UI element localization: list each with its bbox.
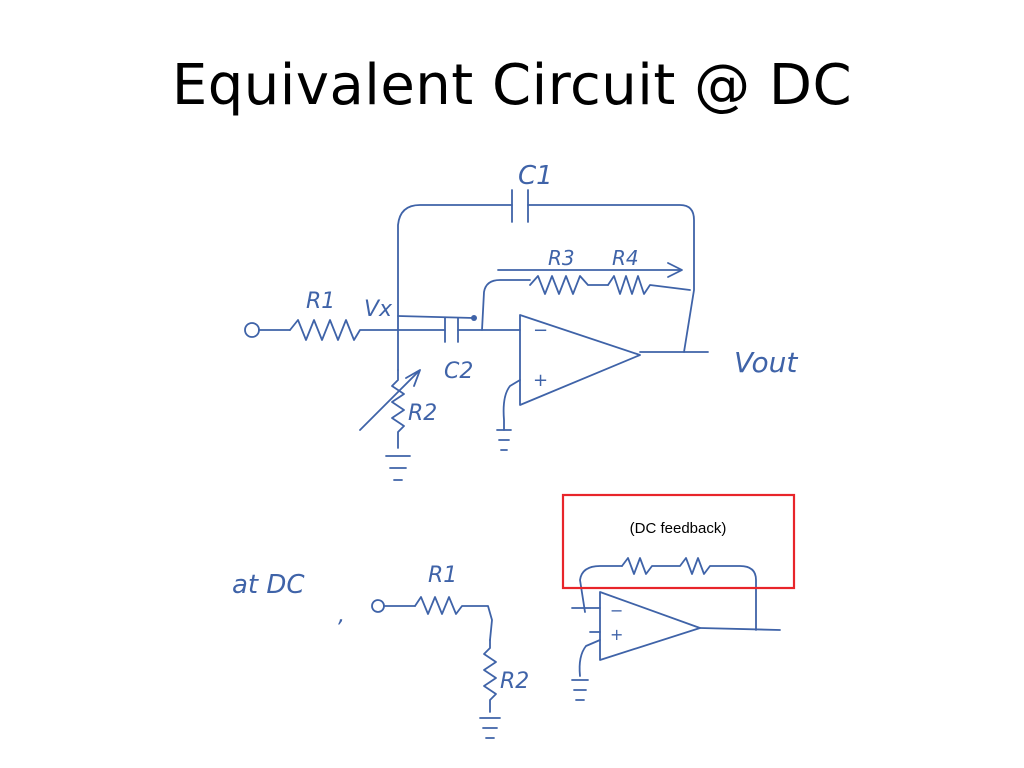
ground-top-opamp [496, 429, 512, 451]
dc-r2-resistor [483, 639, 497, 713]
r1-resistor [289, 319, 399, 341]
bottom-left-circuit: at DC , R1 R2 [232, 563, 529, 739]
ground-dc-r2 [479, 717, 501, 739]
bottom-right-circuit: − + [571, 557, 781, 701]
c1-capacitor [511, 189, 529, 223]
label-c1: C1 [518, 161, 553, 191]
top-circuit: − + C1 R1 Vx C2 R3 R4 Vout R2 [244, 161, 798, 481]
r4-resistor [607, 275, 691, 295]
r2-resistor [391, 369, 405, 449]
input-terminal [244, 322, 260, 338]
opamp-top-minus: − [533, 320, 548, 341]
dc-input-terminal [371, 599, 385, 613]
dc-feedback-resistors [621, 557, 757, 631]
opamp-top [519, 314, 641, 406]
r3-resistor [529, 275, 609, 295]
opamp-bottom [599, 591, 701, 661]
c2-capacitor [444, 317, 459, 343]
label-r4: R4 [612, 246, 639, 270]
label-vx: Vx [364, 297, 393, 322]
label-vout: Vout [734, 346, 798, 379]
dc-feedback-label: (DC feedback) [630, 520, 727, 537]
label-r2: R2 [408, 401, 437, 426]
label-r1: R1 [306, 289, 335, 314]
label-dc-r1: R1 [428, 563, 457, 588]
dc-r1-resistor [414, 596, 493, 641]
slide-title: Equivalent Circuit @ DC [171, 53, 853, 118]
opamp-bottom-plus: + [610, 625, 623, 644]
label-c2: C2 [444, 359, 473, 384]
ground-dc-opamp [571, 679, 589, 701]
ground-top-r2 [385, 455, 411, 481]
opamp-bottom-minus: − [610, 601, 623, 620]
label-r3: R3 [548, 246, 575, 270]
label-at-dc: at DC [232, 570, 305, 600]
label-separator: , [338, 603, 345, 628]
dc-feedback-callout [561, 493, 796, 590]
opamp-top-plus: + [533, 370, 548, 391]
label-dc-r2: R2 [500, 669, 529, 694]
